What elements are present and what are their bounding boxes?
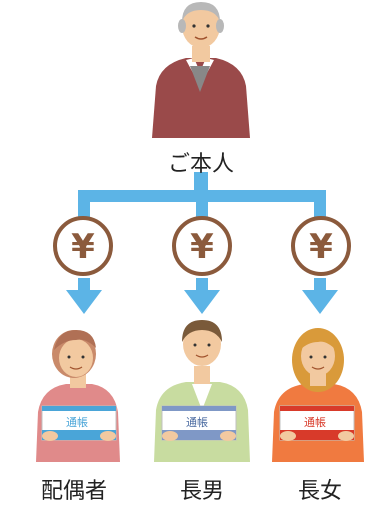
passbook-label-son: 通帳 (186, 416, 208, 429)
yen-coin-2: ¥ (172, 216, 232, 276)
root-label: ご本人 (167, 152, 234, 177)
spouse-label: 配偶者 (40, 479, 107, 504)
son-label: 長男 (179, 479, 224, 504)
grandfather-figure (152, 2, 250, 138)
arrow-down-2 (184, 278, 220, 314)
passbook-label-daughter: 通帳 (304, 416, 326, 429)
passbook-label-spouse: 通帳 (66, 416, 88, 429)
svg-text:¥: ¥ (71, 227, 95, 267)
svg-text:¥: ¥ (309, 227, 333, 267)
arrow-down-3 (302, 278, 338, 314)
spouse-figure (36, 330, 120, 462)
yen-coin-1: ¥ (53, 216, 113, 276)
connector-lines (78, 172, 326, 218)
arrow-down-1 (66, 278, 102, 314)
son-figure (154, 320, 250, 462)
svg-text:¥: ¥ (190, 227, 214, 267)
daughter-figure (272, 328, 364, 462)
yen-coin-3: ¥ (291, 216, 351, 276)
daughter-label: 長女 (297, 479, 342, 504)
